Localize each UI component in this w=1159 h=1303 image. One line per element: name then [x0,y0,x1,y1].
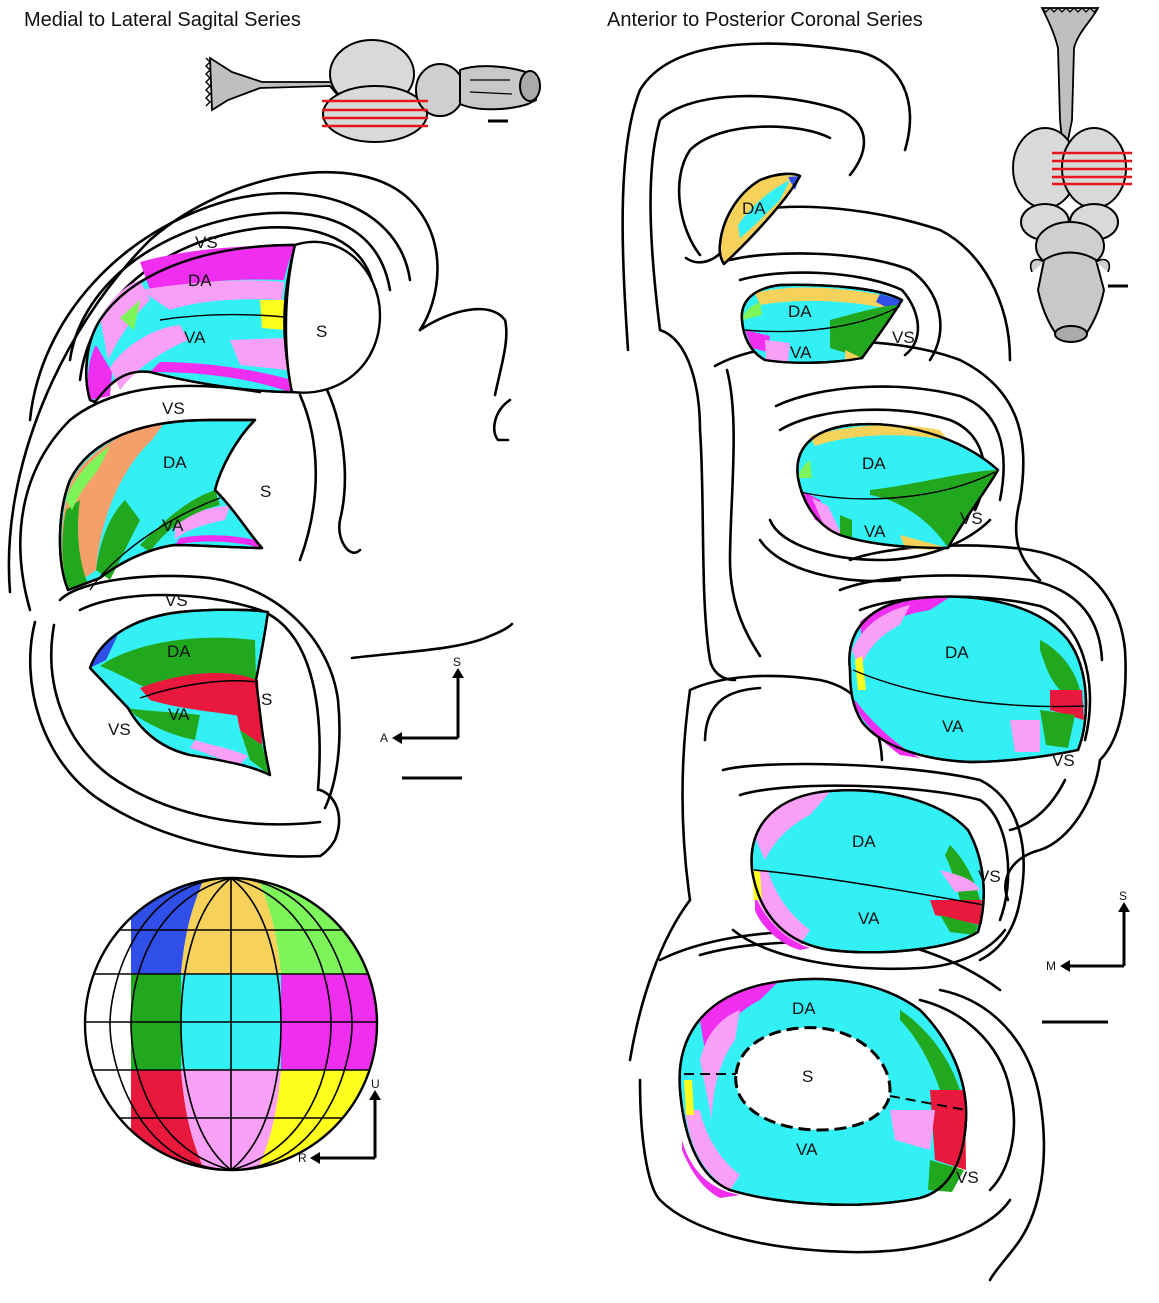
label-s-sag-3: S [261,690,272,709]
label-da-cor-4: DA [945,643,969,662]
sagittal-series-title: Medial to Lateral Sagital Series [24,9,301,31]
label-vs-sag-3b: VS [108,720,131,739]
sagittal-section-1 [86,242,380,402]
coronal-section-2 [742,285,902,363]
sagittal-section-3 [90,610,270,775]
label-da-cor-5: DA [852,832,876,851]
label-da-sag-3: DA [167,642,191,661]
label-da-sag-2: DA [163,453,187,472]
label-vs-sag-2: VS [162,399,185,418]
sagittal-axis-up-label: S [453,655,461,669]
label-vs-sag-1: VS [195,233,218,252]
color-sphere-key [85,878,377,1170]
coronal-section-1 [720,174,800,264]
label-va-sag-3: VA [168,705,190,724]
label-va-cor-6: VA [796,1140,818,1159]
sphere-axis-left-label: R [298,1151,307,1165]
label-vs-cor-2: VS [892,328,915,347]
coronal-section-4 [849,597,1086,762]
label-va-cor-5: VA [858,909,880,928]
coronal-series-title: Anterior to Posterior Coronal Series [607,9,923,31]
label-vs-cor-3: VS [960,509,983,528]
sagittal-orientation-axes: S A [380,655,464,745]
label-vs-cor-6: VS [956,1168,979,1187]
coronal-section-3 [797,424,998,550]
label-da-sag-1: DA [188,271,212,290]
label-s-sag-1: S [316,322,327,341]
label-va-cor-2: VA [790,343,812,362]
label-vs-cor-5: VS [978,867,1001,886]
label-va-cor-3: VA [864,522,886,541]
coronal-orientation-axes: S M [1046,889,1130,973]
coronal-axis-left-label: M [1046,959,1056,973]
label-vs-cor-4: VS [1052,751,1075,770]
coronal-section-6 [680,979,967,1205]
sagittal-brain-schematic [206,40,540,142]
label-da-cor-6: DA [792,999,816,1018]
sagittal-axis-left-label: A [380,731,388,745]
label-va-sag-2: VA [162,516,184,535]
coronal-axis-up-label: S [1119,889,1127,903]
label-da-cor-2: DA [788,302,812,321]
sagittal-section-2 [60,420,262,590]
label-s-cor-6: S [802,1067,813,1086]
label-vs-sag-3: VS [165,591,188,610]
sphere-axis-up-label: U [371,1077,380,1091]
label-va-sag-1: VA [184,328,206,347]
label-s-sag-2: S [260,482,271,501]
label-da-cor-3: DA [862,454,886,473]
label-da-cor-1: DA [742,199,766,218]
label-va-cor-4: VA [942,717,964,736]
coronal-brain-schematic [1013,8,1132,342]
